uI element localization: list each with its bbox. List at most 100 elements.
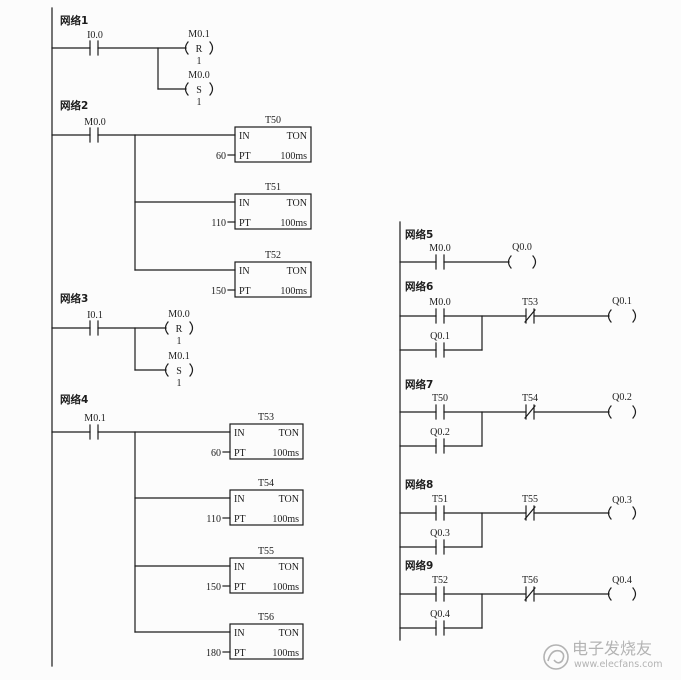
timer-in-pin: IN	[239, 266, 250, 277]
coil-instruction: R	[196, 44, 203, 55]
timer-pt-pin: PT	[234, 448, 246, 459]
coil-left-arc	[607, 309, 612, 323]
timer-t54: T54 IN TON PT 100ms 110	[206, 478, 304, 526]
coil-output	[607, 506, 637, 520]
coil-right-arc	[632, 587, 637, 601]
timer-type: TON	[279, 628, 299, 639]
elecfans-logo-icon	[543, 644, 569, 670]
network-label: 网络2	[60, 99, 88, 112]
coil-left-arc	[507, 255, 512, 269]
coil-right-arc	[632, 405, 637, 419]
coil-right-arc	[189, 321, 194, 335]
timer-type: TON	[287, 131, 307, 142]
timer-base: 100ms	[280, 218, 307, 229]
contact-address: M0.0	[429, 297, 450, 308]
latch-address: Q0.1	[430, 331, 450, 342]
timer-name: T54	[258, 478, 274, 489]
contact-nc-address: T53	[522, 297, 538, 308]
coil-right-arc	[632, 506, 637, 520]
contact-slash	[524, 587, 536, 601]
coil-address: Q0.2	[612, 392, 632, 403]
timer-box	[234, 261, 312, 298]
timer-type: TON	[279, 428, 299, 439]
coil-address: M0.0	[168, 309, 189, 320]
timer-preset: 110	[206, 514, 221, 525]
contact-nc-address: T54	[522, 393, 538, 404]
timer-name: T53	[258, 412, 274, 423]
timer-in-pin: IN	[239, 198, 250, 209]
coil-address: M0.1	[188, 29, 209, 40]
contact-address: T52	[432, 575, 448, 586]
latch-contact	[435, 342, 445, 358]
timer-pt-pin: PT	[239, 286, 251, 297]
latch-address: Q0.4	[430, 609, 450, 620]
latch-address: Q0.3	[430, 528, 450, 539]
contact-slash	[524, 309, 536, 323]
network-2: 网络2 M0.0 T50 IN TON PT 100ms 60 T51 IN T…	[51, 99, 312, 298]
timer-name: T51	[265, 182, 281, 193]
network-label: 网络9	[405, 559, 433, 572]
contact-no	[89, 424, 99, 440]
contact-no	[435, 254, 445, 270]
timer-type: TON	[279, 562, 299, 573]
network-8: 网络8 T51 T55 Q0.3 Q0.3	[399, 478, 637, 555]
timer-name: T55	[258, 546, 274, 557]
watermark-brand: 电子发烧友	[572, 639, 652, 658]
coil-count: 1	[197, 97, 202, 108]
coil-count: 1	[177, 336, 182, 347]
timer-t55: T55 IN TON PT 100ms 150	[206, 546, 304, 594]
network-label: 网络4	[60, 393, 88, 406]
network-7: 网络7 T50 T54 Q0.2 Q0.2	[399, 378, 637, 454]
timer-preset: 60	[216, 151, 226, 162]
timer-box	[229, 423, 304, 460]
contact-address: I0.1	[87, 310, 103, 321]
timer-preset: 60	[211, 448, 221, 459]
contact-address: M0.0	[429, 243, 450, 254]
contact-address: T51	[432, 494, 448, 505]
coil-left-arc	[607, 506, 612, 520]
timer-type: TON	[279, 494, 299, 505]
timer-base: 100ms	[272, 648, 299, 659]
timer-pt-pin: PT	[239, 151, 251, 162]
contact-no	[435, 404, 445, 420]
timer-box	[229, 623, 304, 660]
timer-base: 100ms	[272, 448, 299, 459]
coil-right-arc	[189, 363, 194, 377]
coil-right-arc	[532, 255, 537, 269]
coil-left-arc	[184, 41, 189, 55]
timer-pt-pin: PT	[239, 218, 251, 229]
contact-nc-address: T55	[522, 494, 538, 505]
timer-t53: T53 IN TON PT 100ms 60	[211, 412, 304, 460]
coil-set	[184, 82, 214, 96]
coil-instruction: R	[176, 324, 183, 335]
coil-right-arc	[209, 41, 214, 55]
timer-t50: T50 IN TON PT 100ms 60	[216, 115, 312, 163]
contact-no	[89, 40, 99, 56]
network-4: 网络4 M0.1 T53 IN TON PT 100ms 60 T54 IN T…	[51, 393, 304, 660]
network-label: 网络3	[60, 292, 88, 305]
coil-address: Q0.0	[512, 242, 532, 253]
timer-name: T52	[265, 250, 281, 261]
timer-box	[229, 557, 304, 594]
logo-swirl	[547, 649, 565, 664]
latch-contact	[435, 539, 445, 555]
latch-contact	[435, 438, 445, 454]
network-label: 网络1	[60, 14, 88, 27]
coil-instruction: S	[176, 366, 182, 377]
contact-no	[89, 320, 99, 336]
contact-slash	[524, 506, 536, 520]
contact-no	[435, 505, 445, 521]
network-label: 网络8	[405, 478, 433, 491]
coil-reset	[184, 41, 214, 55]
coil-right-arc	[632, 309, 637, 323]
timer-type: TON	[287, 198, 307, 209]
timer-in-pin: IN	[234, 562, 245, 573]
coil-output	[607, 405, 637, 419]
timer-base: 100ms	[280, 151, 307, 162]
logo-ring	[543, 644, 569, 670]
coil-address: M0.0	[188, 70, 209, 81]
latch-contact	[435, 620, 445, 636]
coil-reset	[164, 321, 194, 335]
coil-address: M0.1	[168, 351, 189, 362]
